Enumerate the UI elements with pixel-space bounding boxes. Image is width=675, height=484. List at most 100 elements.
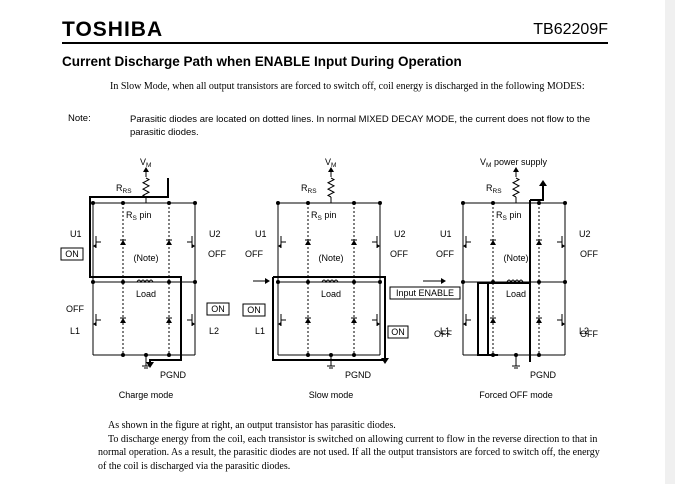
outro-paragraphs: As shown in the figure at right, an outp…: [98, 419, 608, 473]
page-header: TOSHIBA TB62209F: [62, 18, 608, 44]
panel-caption: Forced OFF mode: [479, 390, 553, 400]
junction-dot: [352, 353, 356, 357]
u1-label: U1: [440, 229, 452, 239]
l1-off-label: OFF: [66, 304, 84, 314]
fet-arrow: [463, 322, 466, 326]
fet-arrow: [562, 244, 565, 248]
junction-dot: [352, 280, 356, 284]
junction-dot: [537, 353, 541, 357]
fet-arrow: [278, 244, 281, 248]
slow-path-right: [273, 276, 386, 362]
coil-symbol: [321, 279, 339, 284]
resistor-symbol: [141, 177, 151, 198]
note-text: Parasitic diodes are located on dotted l…: [130, 114, 591, 138]
l1-on-box-text: ON: [247, 305, 261, 315]
junction-dot: [167, 353, 171, 357]
input-enable-box-text: Input ENABLE: [396, 288, 454, 298]
pgnd-label: PGND: [160, 370, 187, 380]
diode-symbol: [351, 240, 357, 245]
l1-label: L1: [70, 326, 80, 336]
u2-off-label: OFF: [208, 249, 226, 259]
junction-dot: [537, 280, 541, 284]
fet-arrow: [377, 244, 380, 248]
rrs-label: RRS: [486, 183, 502, 195]
junction-dot: [167, 280, 171, 284]
u2-off-label: OFF: [390, 249, 408, 259]
resistor-symbol: [326, 177, 336, 198]
toshiba-logo: TOSHIBA: [62, 18, 164, 41]
vm-label: VM: [140, 157, 151, 169]
junction-dot: [563, 280, 567, 284]
part-number: TB62209F: [533, 21, 608, 38]
current-paths: [89, 178, 547, 368]
diode-symbol: [166, 318, 172, 323]
fet-arrow: [192, 322, 195, 326]
l1-off-label: OFF: [434, 329, 452, 339]
pgnd-label: PGND: [530, 370, 557, 380]
junction-dot: [378, 280, 382, 284]
charge-path: [89, 178, 182, 366]
u2-label: U2: [579, 229, 591, 239]
coil-symbol: [136, 279, 154, 284]
load-label: Load: [506, 289, 526, 299]
forced-path-up: [530, 183, 544, 201]
junction-dot: [276, 280, 280, 284]
diode-symbol: [351, 318, 357, 323]
fet-arrow: [192, 244, 195, 248]
diode-symbol: [305, 240, 311, 245]
note-label: Note:: [68, 113, 91, 124]
vm-arrow: [328, 167, 334, 172]
fet-arrow: [377, 322, 380, 326]
fet-arrow: [278, 322, 281, 326]
l2-on-box-frame: [206, 302, 230, 316]
vm-arrow: [143, 167, 149, 172]
slow-path-bottom: [272, 277, 385, 361]
junction-dot: [306, 353, 310, 357]
note-tag: (Note): [318, 253, 343, 263]
l2-label: L2: [209, 326, 219, 336]
diode-symbol: [490, 240, 496, 245]
junction-dot: [121, 353, 125, 357]
note-tag: (Note): [503, 253, 528, 263]
rrs-label: RRS: [301, 183, 317, 195]
l2-on-box-frame: [387, 325, 409, 339]
charge-path-arrow: [146, 362, 154, 368]
fet-arrow: [463, 244, 466, 248]
panel-arrow-head: [441, 278, 446, 284]
l1-label: L1: [440, 326, 450, 336]
u2-label: U2: [394, 229, 406, 239]
section-title: Current Discharge Path when ENABLE Input…: [62, 54, 462, 69]
u1-label: U1: [255, 229, 267, 239]
load-label: Load: [321, 289, 341, 299]
outro-paragraph-2: To discharge energy from the coil, each …: [98, 433, 600, 472]
intro-paragraph: In Slow Mode, when all output transistor…: [110, 81, 585, 92]
l2-on-box-text: ON: [211, 304, 225, 314]
panel-arrow-head: [265, 278, 270, 284]
panel-caption: Charge mode: [119, 390, 174, 400]
junction-dot: [306, 280, 310, 284]
fet-arrow: [562, 322, 565, 326]
outro-paragraph-1: As shown in the figure at right, an outp…: [108, 420, 396, 431]
fet-arrow: [93, 322, 96, 326]
junction-dot: [121, 280, 125, 284]
diode-symbol: [305, 318, 311, 323]
u1-off-label: OFF: [245, 249, 263, 259]
junction-dot: [91, 280, 95, 284]
rrs-label: RRS: [116, 183, 132, 195]
rs-pin-label: RS pin: [126, 210, 151, 222]
junction-dot: [461, 280, 465, 284]
l1-on-box-frame: [242, 303, 266, 317]
window-edge: [665, 0, 675, 484]
panel-caption: Slow mode: [309, 390, 354, 400]
load-label: Load: [136, 289, 156, 299]
resistor-symbol: [511, 177, 521, 198]
diode-symbol: [120, 240, 126, 245]
l1-label: L1: [255, 326, 265, 336]
diode-symbol: [536, 318, 542, 323]
